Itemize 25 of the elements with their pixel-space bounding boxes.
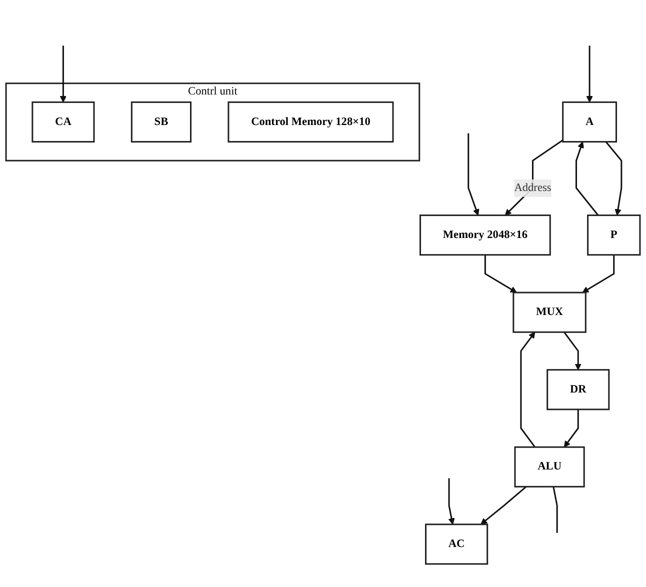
arrow [484,254,517,293]
node-box: Memory 2048×16 [420,214,551,256]
connector [552,486,558,533]
arrow [582,254,615,293]
arrow [468,133,480,216]
node-box: Control Memory 128×10 [228,101,394,143]
arrow [480,486,527,525]
node-box: DR [546,369,610,410]
node-box: ALU [514,446,585,488]
arrow [60,46,67,102]
arrow [520,332,536,448]
node-box: MUX [512,292,586,333]
arrow [586,46,593,102]
arrow [564,409,579,448]
node-box: CA [32,101,95,143]
arrow [576,141,599,216]
edge-label: Address [514,182,552,194]
node-box: SB [130,101,192,143]
arrow [504,140,564,216]
node-box: P [587,214,641,256]
node-box: A [562,101,617,143]
arrow [605,141,622,216]
node-box: AC [425,524,488,565]
arrow [448,478,455,525]
arrow [564,332,582,370]
